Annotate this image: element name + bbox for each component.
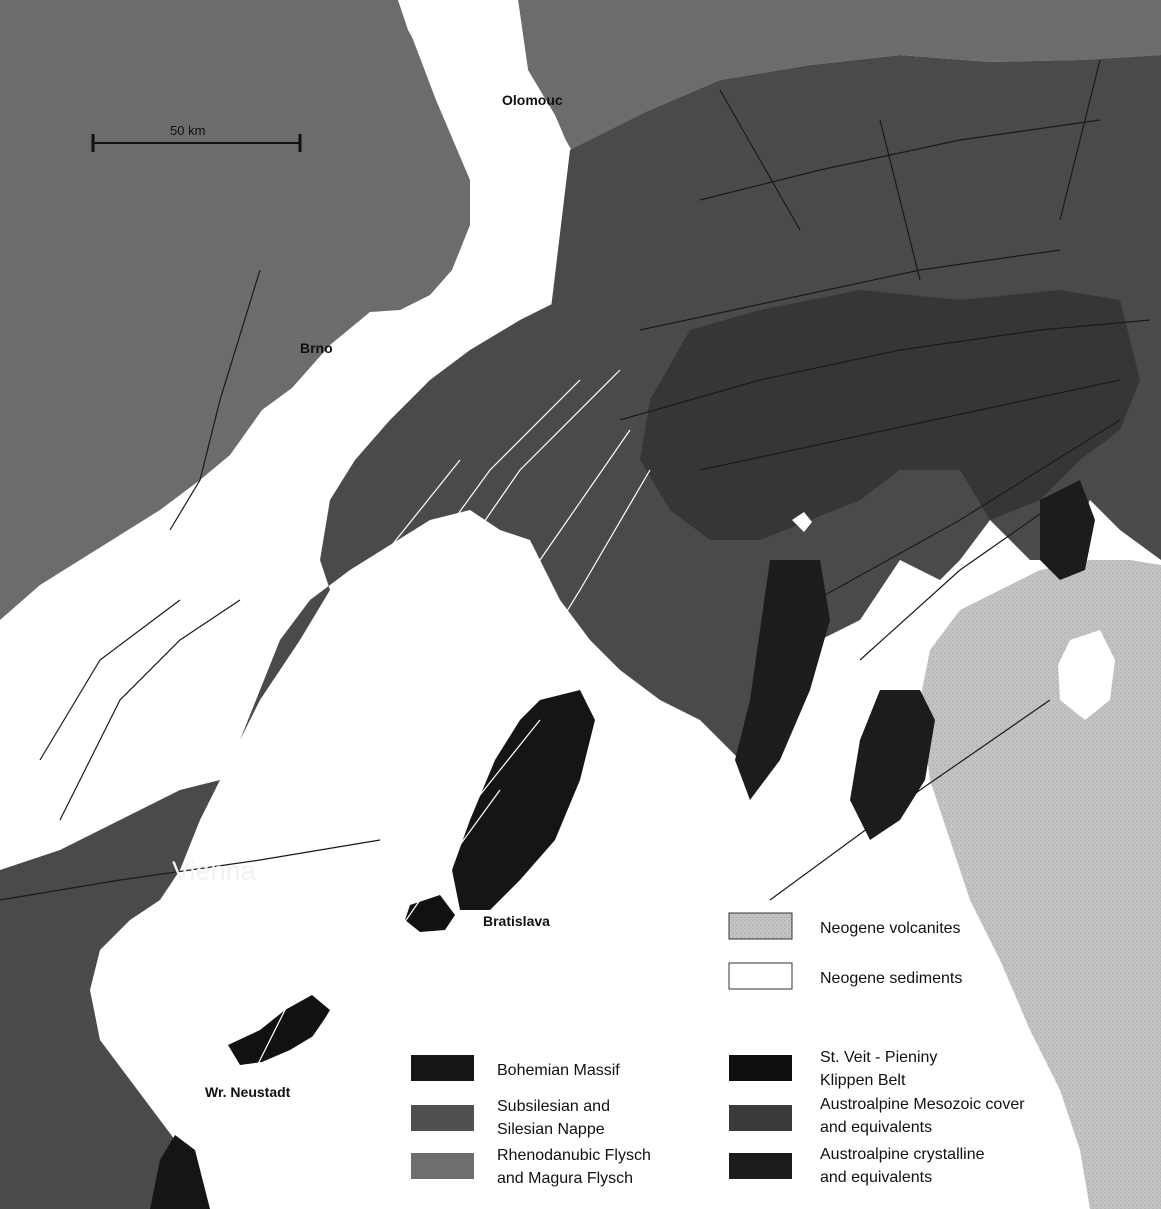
legend-swatch-bohemian-massif	[411, 1055, 474, 1081]
klippen-ridge-bratislava	[452, 690, 595, 910]
legend-label-austroalpine-mesozoic-1: Austroalpine Mesozoic cover	[820, 1096, 1025, 1113]
legend-swatch-subsilesian	[411, 1105, 474, 1131]
volcanites-inlier	[1058, 630, 1115, 720]
legend-swatch-neogene-volcanites	[728, 912, 793, 940]
bohemian-south-corner	[150, 1135, 210, 1209]
scale-bar-label: 50 km	[170, 123, 205, 138]
legend-swatch-klippen	[729, 1055, 792, 1081]
legend-label-austroalpine-mesozoic-2: and equivalents	[820, 1119, 932, 1136]
legend-label-rhenodanubic-1: Rhenodanubic Flysch	[497, 1147, 651, 1164]
legend-label-klippen-1: St. Veit - Pieniny	[820, 1049, 937, 1066]
legend-label-klippen-2: Klippen Belt	[820, 1072, 906, 1089]
legend-label-subsilesian-1: Subsilesian and	[497, 1098, 610, 1115]
place-wr-neustadt: Wr. Neustadt	[205, 1084, 291, 1100]
legend-swatch-rhenodanubic	[411, 1153, 474, 1179]
neogene-volcanites-area	[920, 560, 1161, 1209]
bohemian-massif-east-area	[518, 0, 1161, 150]
fault-lines	[0, 59, 1151, 1131]
crystalline-ridge-east-1	[735, 560, 830, 800]
scale-bar: 50 km	[91, 123, 302, 152]
legend-label-subsilesian-2: Silesian Nappe	[497, 1121, 605, 1138]
bohemian-massif-area	[0, 0, 470, 620]
legend-label-rhenodanubic-2: and Magura Flysch	[497, 1170, 633, 1187]
legend-label-austroalpine-crystalline-2: and equivalents	[820, 1169, 932, 1186]
place-vienna: Vienna	[172, 856, 257, 886]
legend-label-neogene-volcanites: Neogene volcanites	[820, 920, 961, 937]
place-brno: Brno	[300, 340, 333, 356]
austroalpine-mesozoic-patches	[640, 290, 1140, 540]
legend-label-neogene-sediments: Neogene sediments	[820, 970, 962, 987]
crystalline-ridge-east-2	[850, 690, 935, 840]
legend-swatch-neogene-sediments	[728, 962, 793, 990]
legend-label-bohemian-massif: Bohemian Massif	[497, 1062, 620, 1079]
white-inlier-center	[792, 512, 812, 532]
klippen-island-wr-neustadt	[228, 995, 330, 1065]
legend: Neogene volcanites Neogene sediments Boh…	[411, 912, 1025, 1187]
place-bratislava: Bratislava	[483, 913, 550, 929]
legend-label-austroalpine-crystalline-1: Austroalpine crystalline	[820, 1146, 985, 1163]
legend-swatch-austroalpine-crystalline	[729, 1153, 792, 1179]
place-olomouc: Olomouc	[502, 92, 563, 108]
legend-swatch-austroalpine-mesozoic	[729, 1105, 792, 1131]
